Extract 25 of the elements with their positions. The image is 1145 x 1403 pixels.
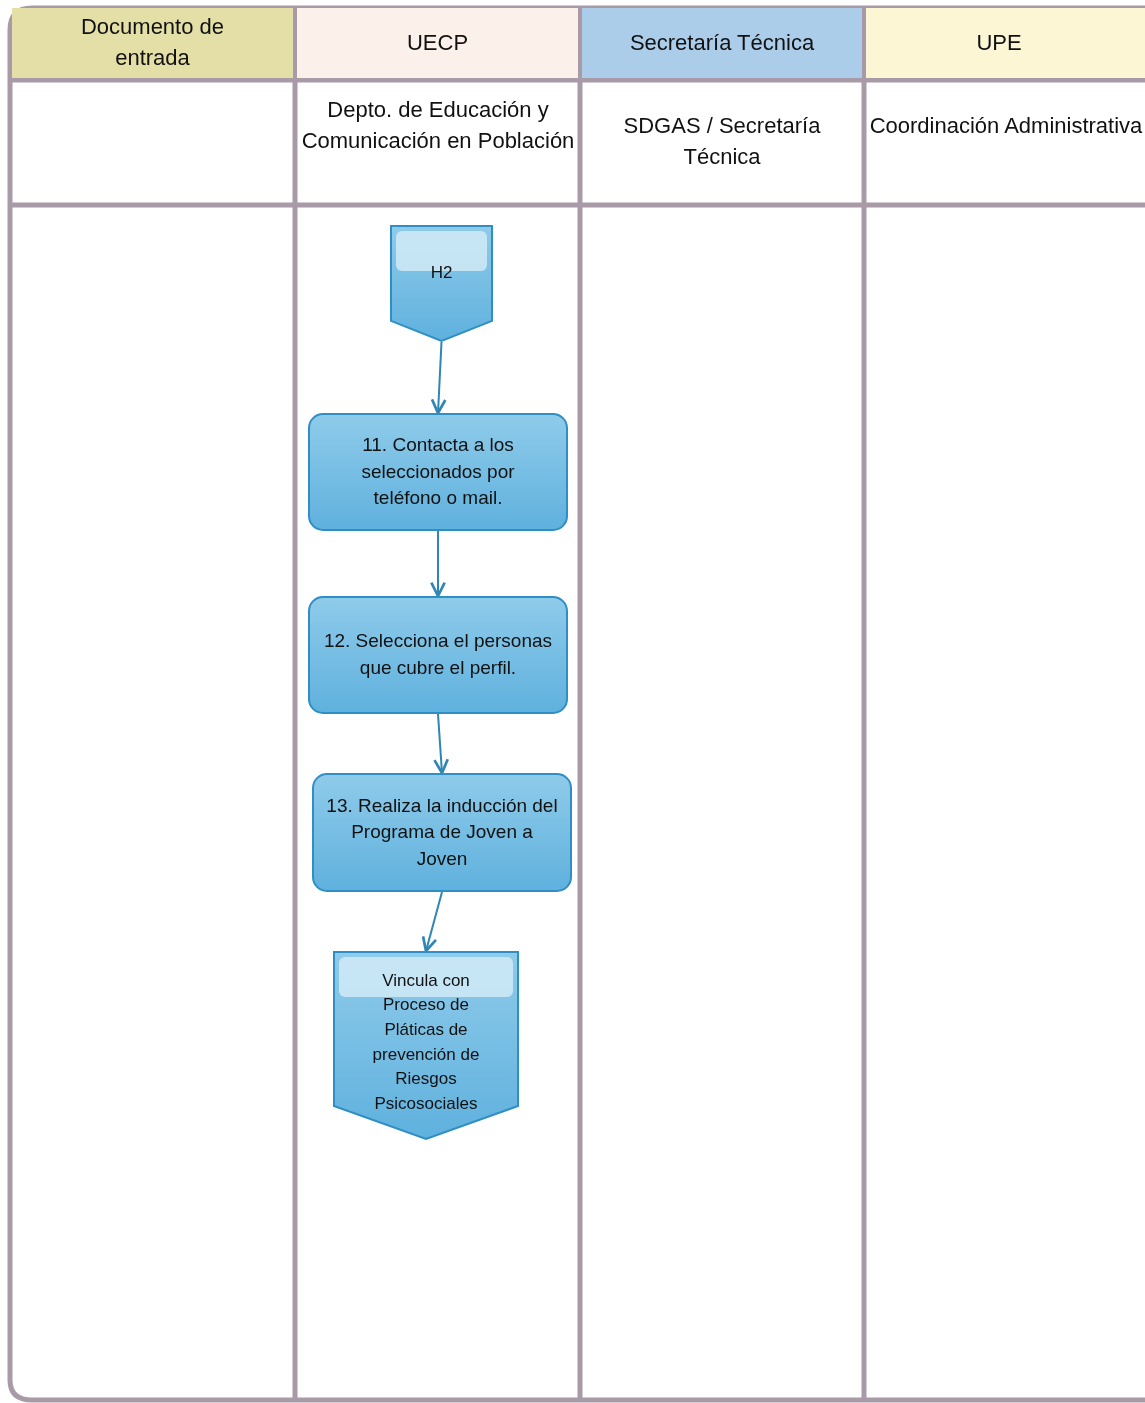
- off-page-connector: [390, 225, 493, 342]
- lane-title: UPE: [976, 28, 1022, 57]
- lane-header: [12, 8, 293, 78]
- process-box: [308, 596, 568, 714]
- off-page-connector: [333, 951, 519, 1140]
- process-box: [308, 413, 568, 531]
- arrow: [430, 341, 447, 415]
- department-name: SDGAS / Secretaría Técnica: [622, 112, 822, 171]
- lane-title: UECP: [406, 28, 469, 57]
- step-text: 12. Selecciona el personas que cubre el perfil.: [322, 629, 554, 680]
- department-name: Coordinación Administrativa: [868, 112, 1144, 140]
- step-text: H2: [430, 262, 453, 285]
- step-text: 11. Contacta a los seleccionados por teléfono o mail.: [360, 433, 516, 511]
- arrow: [430, 530, 446, 598]
- lane-header: [866, 8, 1145, 78]
- process-box: [312, 773, 572, 892]
- lane-title: Secretaría Técnica: [629, 28, 815, 57]
- lane-header: [297, 8, 578, 78]
- arrow: [421, 891, 443, 953]
- department-name: Depto. de Educación y Comunicación en Población: [300, 96, 576, 155]
- step-text: 13. Realiza la inducción del Programa de Joven a Joven: [326, 793, 558, 871]
- lane-header: [582, 8, 862, 78]
- step-text: Vincula con Proceso de Pláticas de prevención de Riesgos Psicosociales: [371, 969, 481, 1115]
- arrow: [433, 713, 450, 775]
- lane-title: Documento de entrada: [79, 13, 226, 72]
